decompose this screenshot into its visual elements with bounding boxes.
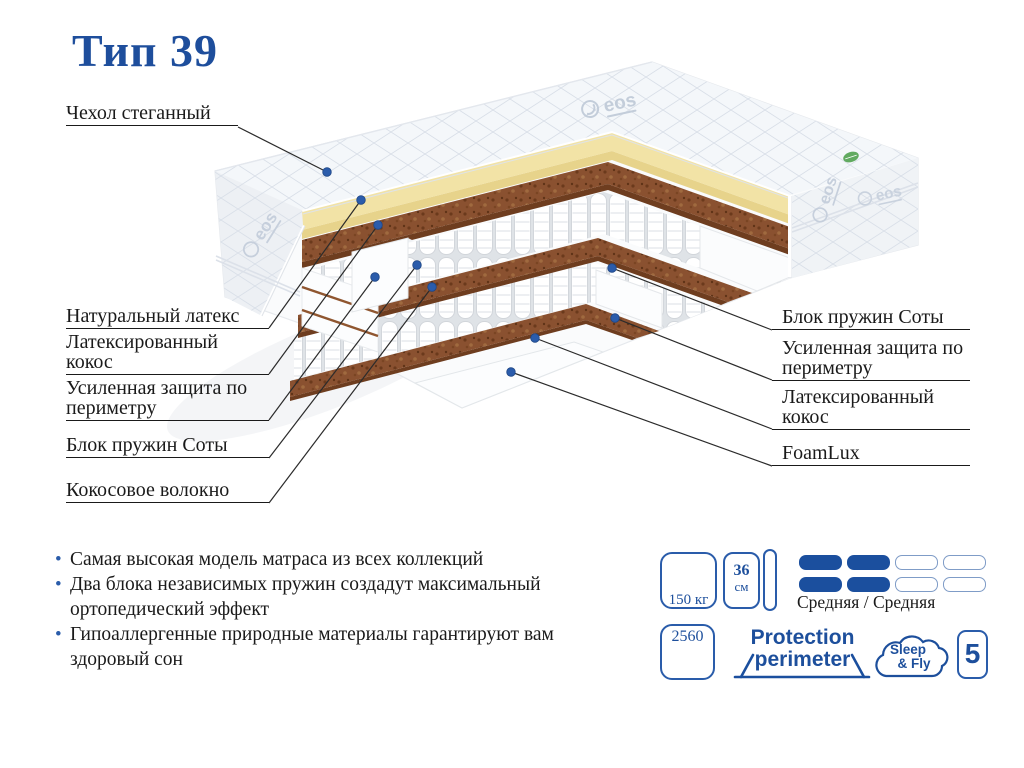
warranty-years: 5	[964, 638, 981, 669]
firmness-pill-empty	[943, 577, 986, 592]
label-foamlux: FoamLux	[772, 443, 970, 466]
height-badge	[723, 552, 760, 609]
coir-middle-layer	[298, 238, 752, 333]
label-natural-latex: Натуральный латекс	[66, 306, 269, 329]
perimeter-block-upper-left	[351, 237, 409, 313]
coir-top-layer	[302, 162, 790, 262]
ruler-icon	[763, 549, 777, 611]
perimeter-block-lower-right	[595, 269, 663, 329]
label-perimeter-protection-left: Усиленная защита по периметру	[66, 378, 269, 421]
perimeter-wall-upper-right	[699, 225, 791, 292]
leader-lines	[237, 126, 773, 504]
page-title: Тип 39	[72, 25, 219, 76]
firmness-pill-empty	[943, 555, 986, 570]
eco-leaf-badge	[843, 151, 859, 163]
warranty-badge	[957, 630, 988, 679]
max-weight-value: 150 кг	[668, 592, 709, 608]
label-coconut-fiber: Кокосовое волокно	[66, 480, 269, 503]
feature-item: Самая высокая модель матраса из всех кол…	[55, 547, 560, 572]
firmness-pill-empty	[895, 577, 938, 592]
firmness-pill-filled	[847, 555, 890, 570]
protection-line1: Protection	[750, 626, 855, 649]
feature-item: Гипоаллергенные природные материалы гара…	[55, 622, 560, 672]
label-perimeter-protection-right: Усиленная защита по периметру	[772, 338, 970, 381]
latex-layer-side	[302, 151, 790, 239]
latex-layer-top	[302, 131, 790, 230]
brand-cloud-line1: Sleep	[889, 642, 927, 657]
height-value: 36	[733, 562, 750, 579]
feature-item: Два блока независимых пружин создадут ма…	[55, 572, 560, 622]
label-spring-block-right: Блок пружин Соты	[772, 307, 970, 330]
brand-cloud-line2: & Fly	[897, 656, 931, 671]
springs-count-value: 2560	[671, 628, 704, 645]
firmness-pill-filled	[847, 577, 890, 592]
firmness-pill-filled	[799, 577, 842, 592]
firmness-pill-empty	[895, 555, 938, 570]
label-latex-coir-left: Латексированный кокос	[66, 332, 269, 375]
eos-logo: eos	[581, 90, 638, 119]
max-weight-badge	[660, 552, 717, 609]
label-spring-block-left: Блок пружин Соты	[66, 435, 269, 458]
feature-list: Самая высокая модель матраса из всех кол…	[55, 547, 560, 672]
firmness-label: Средняя / Средняя	[797, 592, 936, 612]
eos-logo: eos	[857, 183, 903, 206]
height-unit: см	[734, 579, 749, 594]
springs-count-badge	[660, 624, 715, 680]
protection-perimeter-icon	[733, 653, 871, 679]
coir-top-side	[302, 184, 790, 268]
svg-text:eos: eos	[874, 183, 903, 205]
label-cover-quilted: Чехол стеганный	[66, 103, 238, 126]
leader-dots	[322, 167, 620, 377]
protection-line2: perimeter	[754, 648, 851, 671]
label-latex-coir-right: Латексированный кокос	[772, 387, 970, 430]
coir-bottom-side	[290, 320, 637, 401]
firmness-pill-filled	[799, 555, 842, 570]
cloud-icon	[875, 635, 949, 678]
spring-block-upper	[302, 192, 790, 313]
